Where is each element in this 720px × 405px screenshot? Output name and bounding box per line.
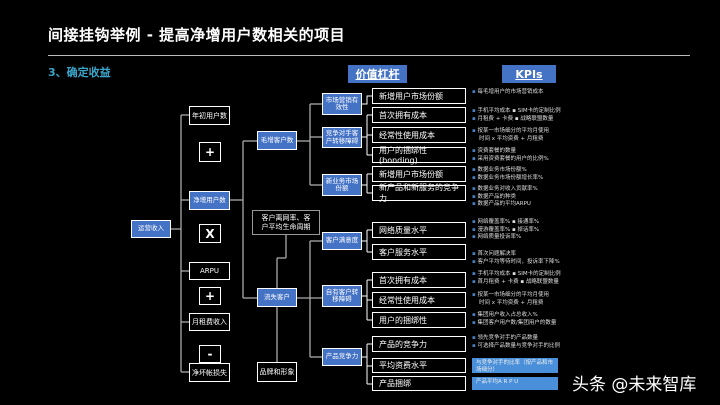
kpi-group: 手机平均成本 ▪ SIM卡的定制比例月租费 + 卡费 ▪ 战略联盟数量 bbox=[472, 108, 561, 124]
kpi-group: 领先竞争对手的产品数量可选择产品数量与竞争对手的比例 bbox=[472, 335, 560, 350]
leaf-item: 产品的竞争力 bbox=[372, 336, 466, 352]
kpi-line: 领先竞争对手的产品数量 bbox=[472, 335, 560, 343]
operator-plus: + bbox=[199, 142, 221, 162]
leaf-item: 首次拥有成本 bbox=[372, 107, 466, 123]
operator-times: X bbox=[199, 224, 221, 243]
kpi-line: 网络质量投诉率% bbox=[472, 234, 539, 242]
kpi-line: 采用资费套餐的用户的比例% bbox=[472, 156, 548, 164]
kpi-group: 首次问题解决率客户平均等待时间，投诉率下降% bbox=[472, 251, 560, 267]
kpi-line: 手机平均成本 ▪ SIM卡的定制比例 bbox=[472, 108, 560, 116]
leaf-item: 新产品和新服务的竞争力 bbox=[372, 183, 466, 203]
kpi-line: 按某一市场细分的平均月使用 bbox=[472, 128, 549, 136]
node-arpu: ARPU bbox=[189, 262, 230, 280]
leaf-item: 平均资费水平 bbox=[372, 358, 466, 373]
section-subtitle: 3、确定收益 bbox=[48, 66, 111, 79]
kpi-line: 资费套餐的数量 bbox=[472, 148, 549, 156]
node-start-users: 年初用户数 bbox=[189, 106, 230, 125]
leaf-item: 网络质量水平 bbox=[372, 222, 466, 238]
node-churn: 流失客户 bbox=[257, 288, 297, 307]
kpi-highlight: 产品平均A R P U bbox=[472, 377, 558, 390]
leaf-item: 经常性使用成本 bbox=[372, 292, 466, 308]
kpi-line: 漫游覆盖率% ▪ 掉话率% bbox=[472, 227, 539, 235]
kpi-line: 首月租费 + 卡费 ▪ 战略联盟数量 bbox=[472, 279, 561, 287]
kpi-line: 时间 x 平均资费 + 月租费 bbox=[479, 299, 544, 306]
node-gross-add: 毛增客户数 bbox=[257, 131, 297, 150]
kpi-group: 网络覆盖率% ▪ 接通率%漫游覆盖率% ▪ 掉话率%网络质量投诉率% bbox=[472, 219, 539, 242]
lever-competitor-switching-barrier: 竞争对手客户转移障碍 bbox=[322, 127, 362, 148]
leaf-item: 新增用户市场份额 bbox=[372, 166, 466, 182]
lever-customer-satisfaction: 客户满意度 bbox=[322, 232, 362, 250]
kpi-line: 按某一市场细分的平均月使用 bbox=[472, 292, 549, 300]
leaf-item: 新增用户市场份额 bbox=[372, 88, 466, 104]
kpi-group: 数据业务对收入贡献率%数据产品的种类数据产品的平均ARPU bbox=[472, 186, 538, 209]
kpi-line: 集团客户用户数/集团用户的数量 bbox=[472, 320, 556, 328]
kpi-line: 数据业务市场份额% bbox=[472, 167, 543, 175]
kpi-line: 数据业务市场份额增长率% bbox=[472, 175, 543, 183]
kpi-line: 数据业务对收入贡献率% bbox=[472, 186, 537, 194]
leaf-item: 用户的捆绑性 bbox=[372, 312, 466, 328]
kpi-line: 集团用户收入占总收入% bbox=[472, 312, 556, 320]
kpi-line: 客户平均等待时间，投诉率下降% bbox=[472, 259, 559, 267]
node-brand-image: 品牌和形象 bbox=[257, 362, 297, 382]
lever-new-business-share: 新业务市场份额 bbox=[322, 174, 362, 196]
watermark: 头条 @未来智库 bbox=[572, 375, 697, 395]
kpi-group: 数据业务市场份额%数据业务市场份额增长率% bbox=[472, 167, 543, 182]
leaf-item: 客户服务水平 bbox=[372, 244, 466, 260]
leaf-item: 用户的捆绑性(bonding) bbox=[372, 146, 466, 165]
node-net-add-users: 净增用户数 bbox=[189, 191, 230, 210]
kpi-group: 手机平均成本 ▪ SIM卡的定制比例首月租费 + 卡费 ▪ 战略联盟数量 bbox=[472, 271, 561, 287]
kpi-line: 月租费 + 卡费 ▪ 战略联盟数量 bbox=[472, 116, 561, 124]
kpi-group: 资费套餐的数量采用资费套餐的用户的比例% bbox=[472, 148, 549, 164]
operator-plus: + bbox=[199, 287, 221, 305]
node-monthly-fee-revenue: 月租费收入 bbox=[189, 313, 230, 331]
kpi-line: 网络覆盖率% ▪ 接通率% bbox=[472, 219, 539, 227]
leaf-item: 产品捆绑 bbox=[372, 376, 466, 391]
leaf-item: 首次拥有成本 bbox=[372, 272, 466, 288]
kpi-line: 数据产品的平均ARPU bbox=[472, 201, 538, 209]
header-kpis: KPIs bbox=[502, 65, 556, 83]
lever-marketing-effectiveness: 市场营销有效性 bbox=[322, 93, 362, 115]
leaf-item: 经常性使用成本 bbox=[372, 127, 466, 143]
lever-own-switching-barrier: 自有客户转移障碍 bbox=[322, 285, 362, 307]
kpi-group: 集团用户收入占总收入%集团客户用户数/集团用户的数量 bbox=[472, 312, 556, 327]
kpi-line: 数据产品的种类 bbox=[472, 194, 538, 202]
node-operating-revenue: 运营收入 bbox=[131, 220, 171, 238]
kpi-line: 每毛增用户的市场营销成本 bbox=[472, 89, 543, 97]
note-churn-lifecycle: 客户离网率、客户平均生命周期 bbox=[252, 210, 320, 235]
kpi-line: 可选择产品数量与竞争对手的比例 bbox=[472, 343, 560, 351]
title-divider bbox=[48, 55, 690, 56]
operator-minus: - bbox=[199, 345, 221, 363]
kpi-group: 每毛增用户的市场营销成本 bbox=[472, 89, 543, 97]
lever-product-competitiveness: 产品竞争力 bbox=[322, 348, 362, 366]
slide-title: 间接挂钩举例 - 提高净增用户数相关的项目 bbox=[48, 26, 346, 44]
node-bad-debt: 净坏帐损失 bbox=[189, 363, 230, 382]
kpi-line: 首次问题解决率 bbox=[472, 251, 560, 259]
kpi-highlight: 与竞争对手的比率（按产品和市场细分） bbox=[472, 358, 558, 373]
kpi-line: 手机平均成本 ▪ SIM卡的定制比例 bbox=[472, 271, 560, 279]
kpi-line: 时间 x 平均资费 + 月租费 bbox=[479, 135, 544, 142]
header-value-levers: 价值杠杆 bbox=[348, 65, 407, 83]
